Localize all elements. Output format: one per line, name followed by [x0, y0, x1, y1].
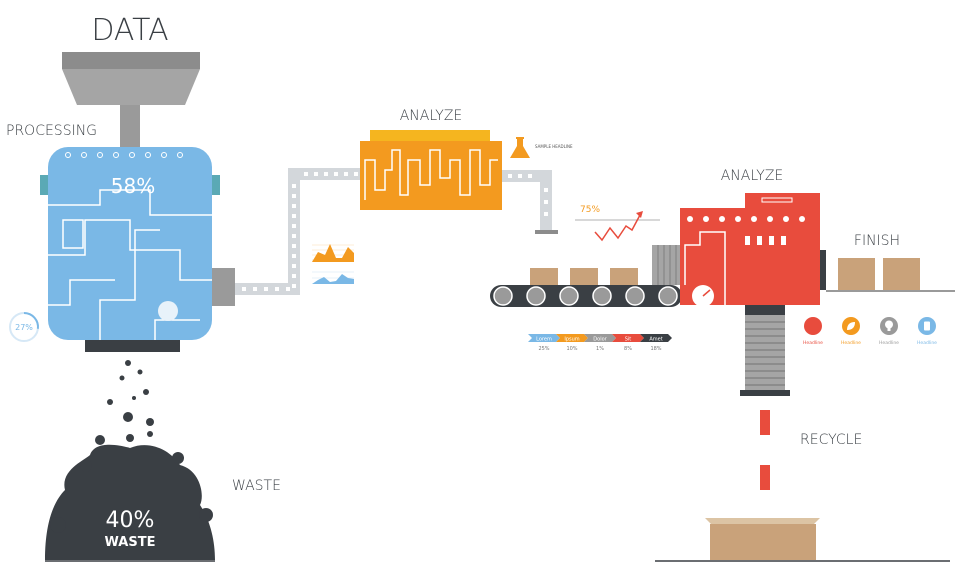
step-label: Ipsum	[564, 337, 579, 343]
step-value: 10%	[566, 346, 577, 352]
recycle-chute	[740, 305, 790, 490]
step-label: Amet	[649, 337, 662, 343]
trend-percent: 75%	[580, 205, 600, 215]
step-sit: Sit 8%	[612, 334, 644, 352]
finish-conveyor	[826, 258, 955, 292]
icon-headline: Headline	[879, 340, 899, 346]
flask-icon	[510, 137, 530, 158]
finish-label: FINISH	[854, 233, 900, 249]
step-arrow	[584, 334, 616, 342]
analyze-machine-red	[680, 193, 826, 307]
step-ipsum: Ipsum 10%	[556, 334, 588, 352]
analyze-label-2: ANALYZE	[721, 168, 784, 184]
data-funnel	[62, 52, 200, 147]
waste-pile	[45, 444, 215, 560]
processing-label: PROCESSING	[6, 123, 97, 139]
trend-arrow-icon	[636, 211, 643, 218]
step-value: 25%	[538, 346, 549, 352]
step-value: 18%	[650, 346, 661, 352]
circle-icon: Headline	[803, 317, 823, 346]
step-label: Dolor	[593, 337, 607, 343]
fuel-icon: Headline	[917, 317, 937, 346]
recycle-label: RECYCLE	[800, 432, 862, 448]
step-arrow	[528, 334, 560, 342]
icon-headline: Headline	[803, 340, 823, 346]
waste-percent: 40%	[106, 508, 155, 533]
analyze-machine-orange	[360, 130, 502, 210]
small-gauge-percent: 27%	[15, 323, 33, 332]
waste-particles	[95, 360, 154, 445]
data-label: DATA	[91, 13, 168, 48]
conveyor-belt	[490, 245, 682, 307]
processing-machine	[40, 147, 235, 352]
icon-headline: Headline	[917, 340, 937, 346]
pipe-to-analyze	[235, 168, 360, 295]
analyze-label-1: ANALYZE	[400, 108, 463, 124]
small-gauge	[9, 312, 39, 342]
step-arrows: Lorem 25% Ipsum 10% Dolor 1% Sit 8% Amet 18%	[528, 334, 672, 352]
leaf-icon: Headline	[841, 317, 861, 346]
step-value: 8%	[624, 346, 632, 352]
headline-icons: Headline Headline Headline Headline	[803, 317, 937, 346]
step-amet: Amet 18%	[640, 334, 672, 352]
icon-headline: Headline	[841, 340, 861, 346]
waste-pile-label: WASTE	[105, 535, 156, 550]
step-lorem: Lorem 25%	[528, 334, 560, 352]
step-arrow	[612, 334, 644, 342]
processing-percent: 58%	[111, 174, 155, 198]
step-arrow	[640, 334, 672, 342]
sample-headline: SAMPLE HEADLINE	[535, 144, 573, 149]
mini-area-charts	[312, 244, 354, 284]
step-label: Lorem	[536, 337, 552, 343]
recycle-box	[705, 518, 820, 560]
step-arrow	[556, 334, 588, 342]
step-value: 1%	[596, 346, 604, 352]
lightbulb-icon: Headline	[879, 317, 899, 346]
trend-line	[594, 214, 641, 242]
waste-label: WASTE	[232, 478, 281, 494]
step-dolor: Dolor 1%	[584, 334, 616, 352]
step-label: Sit	[625, 337, 632, 343]
pipe-to-conveyor	[502, 170, 558, 234]
